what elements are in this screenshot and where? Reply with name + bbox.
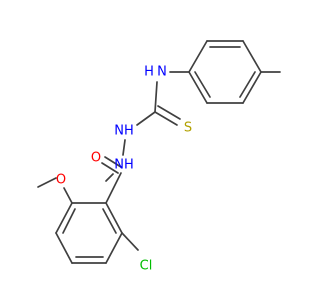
carbonyl-double-bond: [101, 162, 119, 174]
atom-label-layer: N H S NH NH O O Cl: [56, 65, 192, 274]
chloro-ring-bond: [55, 232, 73, 264]
ether-oxygen-methyl-bond: [37, 177, 57, 188]
n-thiocarbonyl-bond: [154, 81, 158, 113]
molecule-canvas: N H S NH NH O O Cl: [37, 40, 281, 274]
tolyl-ring-bond: [188, 40, 208, 73]
chloro-ring-bond: [55, 202, 73, 234]
thiocarbonyl-nh-bond: [136, 111, 156, 126]
bond-layer: [37, 40, 281, 264]
ring-chlorine-bond: [121, 232, 139, 251]
thione-double-bond: [157, 105, 181, 120]
aryl-amine-n-label: N: [157, 65, 167, 80]
chloro-ring-bond: [105, 202, 123, 234]
tolyl-ring-inner-bond: [194, 71, 211, 98]
chlorine-label: Cl: [140, 259, 153, 274]
ether-oxygen-label: O: [56, 173, 66, 188]
amide-nh-label: NH: [114, 124, 134, 139]
chloro-ring-bond: [105, 232, 123, 264]
hydrazide-nh-label: NH: [114, 158, 134, 173]
chloro-ring-inner-bond: [102, 208, 117, 234]
amide-oxygen-label: O: [91, 151, 101, 166]
nh-carbonyl-bond: [105, 173, 114, 182]
hydrazine-bond: [122, 139, 126, 156]
thione-double-bond: [154, 111, 178, 126]
molecule-structure-svg: N H S NH NH O O Cl: [37, 40, 281, 274]
tolyl-ring-bond: [242, 71, 262, 104]
tolyl-ring-bond: [188, 71, 208, 104]
carbonyl-double-bond: [104, 156, 122, 168]
thione-sulfur-label: S: [184, 121, 192, 136]
ring-ether-oxygen-bond: [63, 187, 73, 204]
chloro-ring-inner-bond: [62, 208, 76, 234]
aryl-amine-h-label: H: [144, 65, 154, 80]
carbonyl-aryl-bond: [105, 172, 122, 204]
tolyl-ring-bond: [242, 40, 262, 73]
tolyl-ring-inner-bond: [239, 71, 256, 98]
